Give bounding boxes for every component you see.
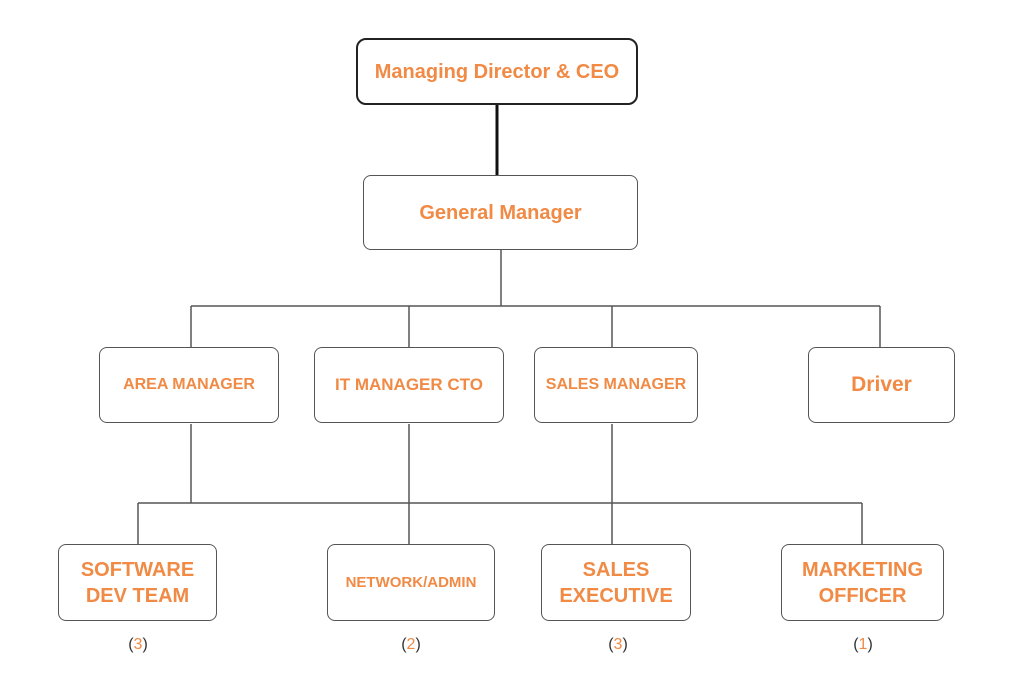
node-it-manager-cto: IT MANAGER CTO bbox=[314, 347, 504, 423]
node-label-line1: NETWORK/ADMIN bbox=[345, 573, 477, 591]
node-label-line2: OFFICER bbox=[818, 584, 907, 607]
paren-open: ( bbox=[401, 636, 407, 653]
paren-open: ( bbox=[608, 636, 614, 653]
paren-close: ) bbox=[142, 636, 148, 653]
headcount-software-dev: (3) bbox=[118, 636, 158, 654]
node-area-manager: AREA MANAGER bbox=[99, 347, 279, 423]
node-driver: Driver bbox=[808, 347, 955, 423]
node-label-line1: MARKETING bbox=[801, 558, 924, 581]
headcount-network-admin: (2) bbox=[391, 636, 431, 654]
headcount-sales-executive: (3) bbox=[598, 636, 638, 654]
node-label-line2: DEV TEAM bbox=[85, 584, 190, 607]
node-sales-executive: SALES EXECUTIVE bbox=[541, 544, 691, 621]
node-label: IT MANAGER CTO bbox=[335, 374, 483, 394]
node-label: Managing Director & CEO bbox=[374, 60, 620, 83]
paren-open: ( bbox=[128, 636, 134, 653]
node-label-line1: SOFTWARE bbox=[80, 558, 195, 581]
node-label: AREA MANAGER bbox=[123, 375, 255, 393]
node-managing-director-ceo: Managing Director & CEO bbox=[356, 38, 638, 105]
paren-open: ( bbox=[853, 636, 859, 653]
node-label: SALES MANAGER bbox=[545, 375, 687, 393]
node-network-admin: NETWORK/ADMIN bbox=[327, 544, 495, 621]
node-label: General Manager bbox=[419, 201, 582, 224]
node-sales-manager: SALES MANAGER bbox=[534, 347, 698, 423]
count-value: 3 bbox=[133, 636, 143, 653]
node-label: Driver bbox=[851, 373, 912, 397]
headcount-marketing-officer: (1) bbox=[843, 636, 883, 654]
node-software-dev-team: SOFTWARE DEV TEAM bbox=[58, 544, 217, 621]
node-marketing-officer: MARKETING OFFICER bbox=[781, 544, 944, 621]
paren-close: ) bbox=[622, 636, 628, 653]
paren-close: ) bbox=[867, 636, 873, 653]
node-label-line1: SALES bbox=[582, 558, 650, 581]
node-label-line2: EXECUTIVE bbox=[559, 584, 673, 607]
paren-close: ) bbox=[415, 636, 421, 653]
node-general-manager: General Manager bbox=[363, 175, 638, 250]
count-value: 1 bbox=[858, 636, 868, 653]
count-value: 3 bbox=[613, 636, 623, 653]
count-value: 2 bbox=[406, 636, 416, 653]
